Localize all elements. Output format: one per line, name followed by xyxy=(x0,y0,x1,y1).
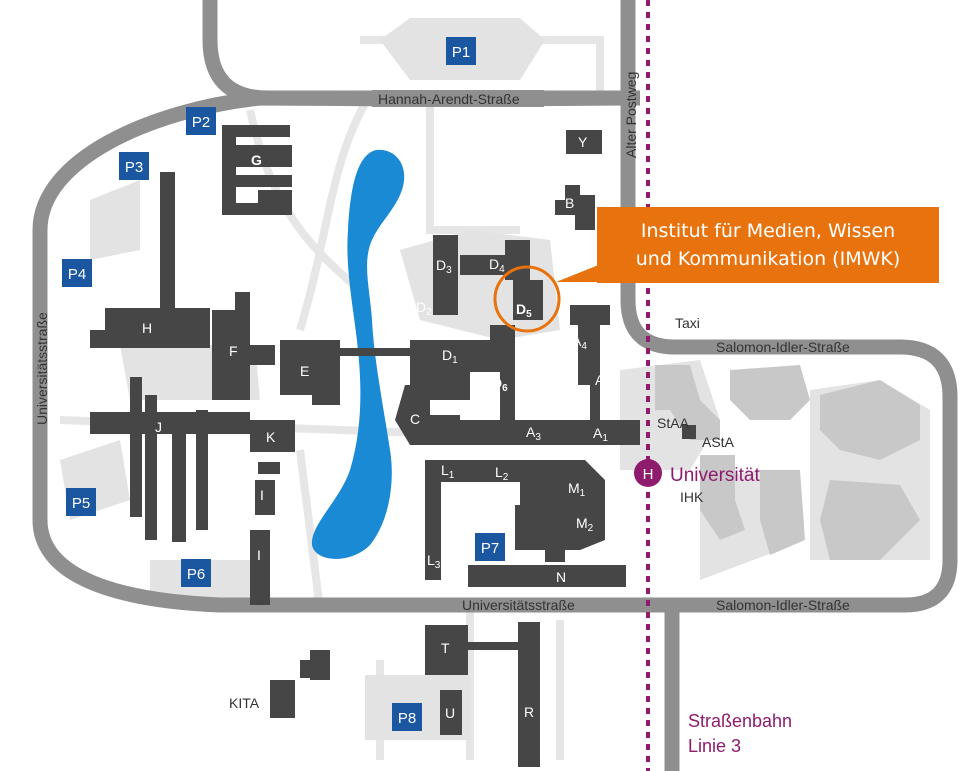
parking-p7: P7 xyxy=(475,533,505,561)
ihk-label: IHK xyxy=(680,489,704,505)
parking-p5: P5 xyxy=(66,488,96,516)
svg-text:P1: P1 xyxy=(452,44,470,61)
svg-text:P7: P7 xyxy=(481,540,499,557)
street-hannah-arendt: Hannah-Arendt-Straße xyxy=(378,91,520,107)
dark-buildings xyxy=(90,125,696,767)
street-universitaetsstrasse-bottom: Universitätsstraße xyxy=(462,597,575,613)
building-e-label: E xyxy=(300,363,309,379)
building-g-label: G xyxy=(251,152,262,168)
svg-text:P3: P3 xyxy=(125,159,143,176)
tram-stop-icon xyxy=(634,459,662,487)
imwk-callout-line2: und Kommunikation (IMWK) xyxy=(635,248,901,270)
building-c-label: C xyxy=(410,411,420,427)
building-m2-label: M2 xyxy=(576,515,594,534)
building-l1-label: L1 xyxy=(441,462,455,481)
taxi-label: Taxi xyxy=(675,315,700,331)
imwk-callout: Institut für Medien, Wissen und Kommunik… xyxy=(597,207,939,283)
building-i1-label: I xyxy=(260,487,264,503)
svg-text:P2: P2 xyxy=(192,114,210,131)
building-l3-label: L3 xyxy=(427,552,441,571)
building-k-label: K xyxy=(266,429,276,445)
building-f-label: F xyxy=(229,343,238,359)
building-a3-label: A3 xyxy=(526,424,541,443)
building-m1-label: M1 xyxy=(568,480,586,499)
staa-label: StAA xyxy=(657,415,690,431)
building-d4-label: D4 xyxy=(489,256,505,275)
street-labels: Hannah-Arendt-Straße Alter Postweg Unive… xyxy=(34,72,850,613)
building-l2-label: L2 xyxy=(495,464,509,483)
parking-p2: P2 xyxy=(186,107,216,135)
asta-label: AStA xyxy=(702,434,735,450)
roads xyxy=(32,0,958,771)
building-j-label: J xyxy=(155,419,162,435)
building-a1-label: A1 xyxy=(593,425,608,444)
tram-line-label-1: Straßenbahn xyxy=(688,711,792,731)
imwk-callout-line1: Institut für Medien, Wissen xyxy=(640,220,896,242)
building-labels: G H F E J K I I D3 D4 D2 D5 D1 D6 C A4 A… xyxy=(142,134,735,721)
building-h-label: H xyxy=(142,320,152,336)
street-salomon-idler-top: Salomon-Idler-Straße xyxy=(716,339,850,355)
building-d2-label: D2 xyxy=(416,299,432,318)
street-universitaetsstrasse-left: Universitätsstraße xyxy=(34,312,50,425)
parking-p3: P3 xyxy=(119,152,149,180)
tram-stop-symbol: H xyxy=(643,466,654,483)
building-r-label: R xyxy=(524,704,534,720)
building-d6-label: D6 xyxy=(492,375,508,394)
parking-p4: P4 xyxy=(62,259,92,287)
svg-text:P8: P8 xyxy=(398,710,416,727)
building-d1-label: D1 xyxy=(442,347,458,366)
street-salomon-idler-bottom: Salomon-Idler-Straße xyxy=(716,597,850,613)
building-a4-label: A4 xyxy=(572,333,587,352)
svg-text:P4: P4 xyxy=(68,266,86,283)
building-a2-label: A2 xyxy=(595,372,610,391)
svg-text:P5: P5 xyxy=(72,495,90,512)
parking-p6: P6 xyxy=(181,559,211,587)
lake xyxy=(311,149,405,559)
svg-text:P6: P6 xyxy=(187,566,205,583)
building-u-label: U xyxy=(445,705,455,721)
light-buildings xyxy=(655,365,920,560)
tram-stop-name: Universität xyxy=(670,465,760,486)
tram-stop[interactable]: H Universität xyxy=(634,459,760,487)
building-d5-label: D5 xyxy=(516,301,532,320)
building-b-label: B xyxy=(565,195,574,211)
building-d3-label: D3 xyxy=(436,257,452,276)
parking-markers: P1 P2 P3 P4 P5 P6 P7 P8 xyxy=(62,37,505,731)
building-t-label: T xyxy=(441,640,450,656)
parking-p8: P8 xyxy=(392,703,422,731)
parking-p1: P1 xyxy=(446,37,476,65)
building-n-label: N xyxy=(556,569,566,585)
callout-pointer xyxy=(556,262,606,282)
kita-label: KITA xyxy=(229,695,260,711)
tram-line-label-2: Linie 3 xyxy=(688,736,741,756)
building-y-label: Y xyxy=(578,134,588,150)
building-i2-label: I xyxy=(257,547,261,563)
street-alter-postweg: Alter Postweg xyxy=(623,72,639,158)
imwk-highlight-circle xyxy=(493,265,561,333)
